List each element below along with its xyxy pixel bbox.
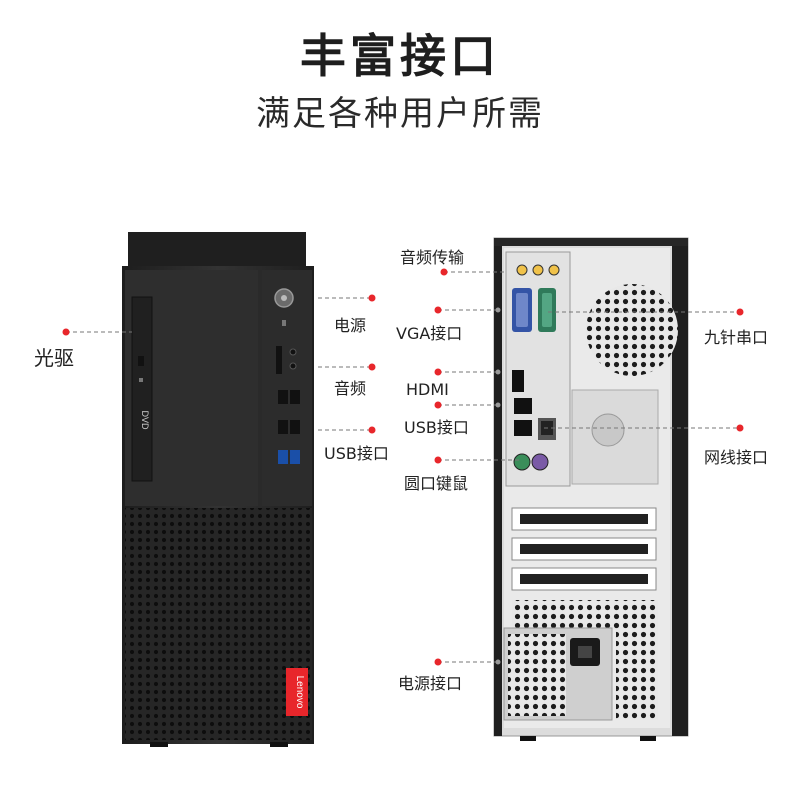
io-shield xyxy=(505,251,571,487)
front-usb-ports xyxy=(278,390,300,464)
front-tower xyxy=(122,232,314,747)
rear-tower xyxy=(493,237,689,741)
callout-lines xyxy=(66,271,740,663)
ps2-keyboard-port xyxy=(531,453,549,471)
callout-end-dots xyxy=(495,307,501,665)
page-subtitle: 满足各种用户所需 xyxy=(256,94,544,134)
hdmi-port xyxy=(512,370,524,392)
rear-fan-grille xyxy=(586,284,678,376)
callout-audio-io: 音频传输 xyxy=(400,248,465,267)
callout-audio: 音频 xyxy=(334,379,367,398)
page-title: 丰富接口 xyxy=(300,29,500,83)
audio-jack-icon xyxy=(289,362,297,370)
lenovo-logo xyxy=(286,668,308,716)
callout-vga: VGA接口 xyxy=(396,324,463,343)
callout-ps2: 圆口键鼠 xyxy=(404,474,469,493)
callout-serial: 九针串口 xyxy=(704,328,769,347)
front-mesh xyxy=(125,508,312,740)
callout-power: 电源 xyxy=(334,316,367,335)
callout-front-usb: USB接口 xyxy=(324,444,389,463)
callout-hdmi: HDMI xyxy=(406,380,449,399)
callout-rear-usb: USB接口 xyxy=(404,418,469,437)
callout-power-inlet: 电源接口 xyxy=(398,674,463,693)
rear-usb-port xyxy=(514,420,532,436)
lenovo-logo-text: Lenovo xyxy=(294,676,305,709)
ps2-mouse-port xyxy=(513,453,531,471)
optical-drive xyxy=(131,296,153,482)
callout-dots xyxy=(62,268,744,666)
card-reader xyxy=(276,346,282,374)
rear-usb-port xyxy=(514,398,532,414)
audio-jack-icon xyxy=(289,348,297,356)
callout-lan: 网线接口 xyxy=(704,448,769,467)
expansion-slots xyxy=(511,507,657,591)
audio-ports xyxy=(516,264,560,276)
callout-optical-drive: 光驱 xyxy=(34,346,74,370)
dvd-label: DVD xyxy=(140,410,150,430)
